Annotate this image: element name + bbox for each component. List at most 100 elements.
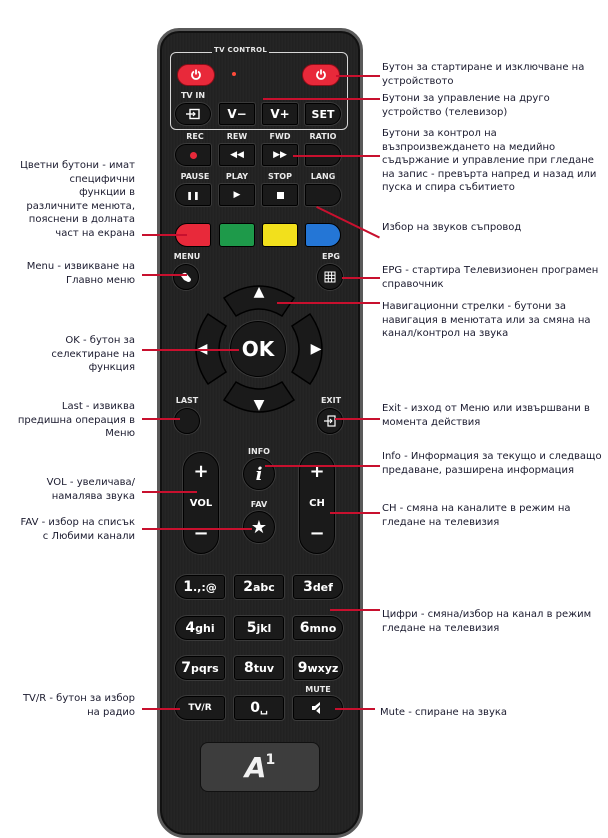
rec-button[interactable] — [175, 144, 211, 166]
tv-power-button[interactable] — [177, 64, 215, 86]
tv-vol-down-button[interactable]: V− — [219, 103, 255, 125]
letters: pqrs — [191, 661, 219, 675]
digit: 9 — [297, 660, 308, 676]
digit: 5 — [246, 620, 257, 636]
letters: jkl — [256, 621, 272, 635]
tv-in-button[interactable] — [175, 103, 211, 125]
letters: def — [312, 580, 333, 594]
annotation-tv-radio: TV/R - бутон за избор на радио — [22, 693, 135, 718]
space-icon: ␣ — [259, 701, 268, 715]
menu-label: MENU — [173, 252, 201, 261]
rew-button[interactable]: ◀◀ — [219, 144, 255, 166]
nav-down-button[interactable]: ▼ — [247, 396, 271, 414]
vol-label: VOL — [189, 497, 213, 509]
connector-line — [142, 708, 180, 710]
exit-label: EXIT — [320, 396, 342, 405]
annotation-tv-control: Бутони за управление на друго устройство… — [382, 93, 550, 118]
pause-label: PAUSE — [180, 172, 210, 181]
pause-button[interactable]: ❚❚ — [175, 184, 211, 206]
info-button[interactable]: i — [243, 458, 275, 490]
annotation-menu: Menu - извикване на Главно меню — [26, 261, 135, 286]
letters: tuv — [253, 661, 274, 675]
exit-button[interactable] — [317, 408, 343, 434]
num-0-button[interactable]: 0␣ — [234, 696, 284, 720]
ch-plus-button[interactable]: + — [309, 461, 325, 482]
power-icon — [191, 69, 201, 80]
nav-right-button[interactable]: ▶ — [307, 338, 325, 360]
lang-button[interactable] — [305, 184, 341, 206]
num-1-button[interactable]: 1.,:@ — [175, 575, 225, 599]
rec-label: REC — [186, 132, 204, 141]
green-button[interactable] — [219, 223, 255, 247]
ok-button[interactable]: OK — [230, 321, 286, 377]
annotation-lang: Избор на звуков съпровод — [382, 222, 522, 233]
ch-minus-button[interactable]: − — [309, 523, 325, 544]
connector-line — [142, 349, 239, 351]
yellow-button[interactable] — [262, 223, 298, 247]
stb-power-button[interactable] — [302, 64, 340, 86]
brand-logo: A — [244, 750, 267, 784]
blue-button[interactable] — [305, 223, 341, 247]
rew-label: REW — [226, 132, 248, 141]
digit: 7 — [181, 660, 191, 676]
lang-label: LANG — [310, 172, 336, 181]
digit: 8 — [243, 660, 254, 676]
nav-up-button[interactable]: ▲ — [247, 283, 271, 301]
vol-rocker[interactable]: + VOL − — [183, 452, 219, 554]
tv-vol-up-button[interactable]: V+ — [262, 103, 298, 125]
last-button[interactable] — [174, 408, 200, 434]
stop-button[interactable] — [262, 184, 298, 206]
letters: abc — [252, 580, 275, 594]
ch-rocker[interactable]: + CH − — [299, 452, 335, 554]
rewind-icon: ◀◀ — [230, 150, 244, 160]
annotation-fav: FAV - избор на списък с Любими канали — [20, 517, 135, 542]
connector-line — [330, 512, 380, 514]
brand-logo-sup: 1 — [265, 752, 276, 768]
last-label: LAST — [175, 396, 199, 405]
fav-button[interactable]: ★ — [243, 511, 275, 543]
tv-set-button[interactable]: SET — [305, 103, 341, 125]
connector-line — [342, 277, 380, 279]
power-icon — [316, 69, 326, 80]
connector-line — [142, 528, 252, 530]
vol-plus-button[interactable]: + — [193, 461, 209, 482]
fast-forward-icon: ▶▶ — [273, 150, 287, 160]
digit: 0 — [250, 700, 260, 716]
connector-line — [335, 708, 375, 710]
annotation-epg: EPG - стартира Телевизионен програмен сп… — [382, 265, 599, 290]
stop-icon — [276, 191, 284, 199]
letters: wxyz — [307, 661, 339, 675]
digit: 6 — [299, 620, 310, 636]
menu-button[interactable] — [173, 264, 199, 290]
connector-line — [142, 274, 187, 276]
annotation-color-buttons: Цветни бутони - имат специфични функции … — [20, 160, 135, 239]
play-button[interactable]: ▶ — [219, 184, 255, 206]
led-indicator — [232, 72, 236, 76]
connector-line — [263, 98, 380, 100]
info-label: INFO — [248, 447, 270, 456]
annotation-ch: CH - смяна на каналите в режим на гледан… — [382, 503, 571, 528]
input-source-icon — [186, 108, 200, 120]
record-icon — [189, 151, 197, 159]
annotation-power: Бутон за стартиране и изключване на устр… — [382, 62, 585, 87]
annotation-digits: Цифри - смяна/избор на канал в режим гле… — [382, 609, 592, 634]
tv-control-label: TV CONTROL — [212, 46, 270, 54]
play-label: PLAY — [225, 172, 249, 181]
letters: mno — [309, 621, 337, 635]
annotation-info: Info - Информация за текущо и следващо п… — [382, 451, 602, 476]
epg-label: EPG — [322, 252, 340, 261]
tv-radio-button[interactable]: TV/R — [175, 696, 225, 720]
fav-label: FAV — [250, 500, 268, 509]
arrow-down-icon: ▼ — [253, 397, 265, 413]
connector-line — [142, 491, 197, 493]
fwd-button[interactable]: ▶▶ — [262, 144, 298, 166]
annotation-mute: Mute - спиране на звука — [380, 707, 508, 718]
